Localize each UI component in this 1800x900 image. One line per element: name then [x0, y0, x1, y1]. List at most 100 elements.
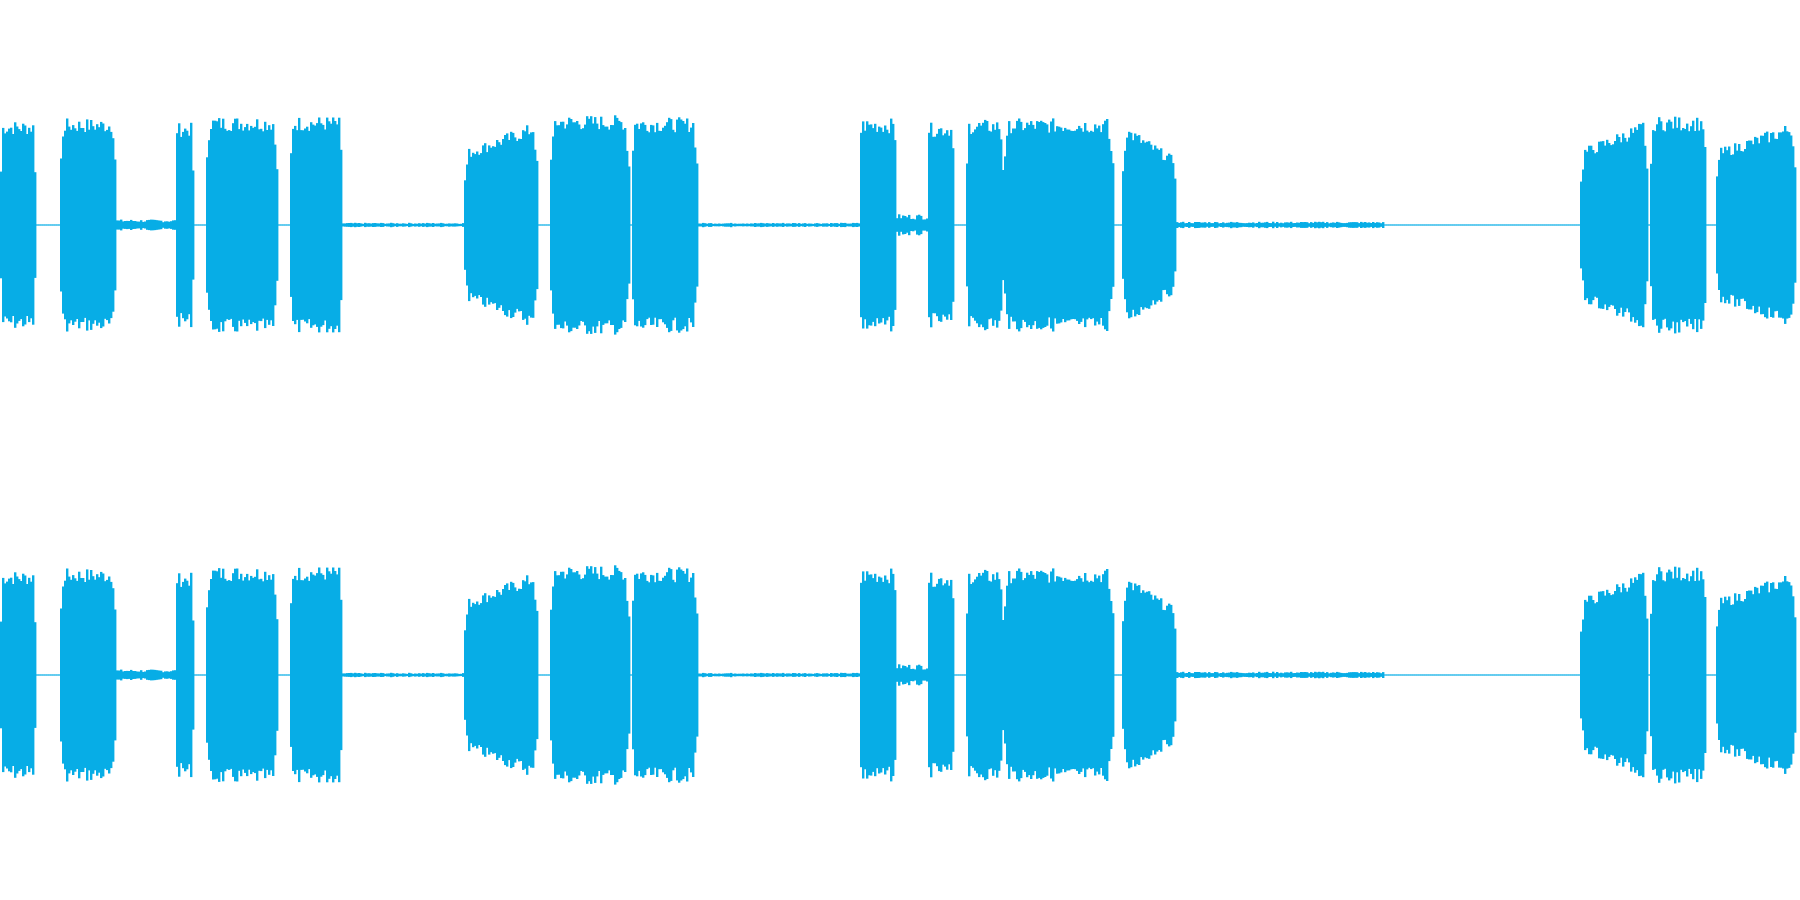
- right-waveform-sample: [484, 593, 487, 757]
- left-waveform-sample: [1672, 128, 1675, 322]
- left-waveform-sample: [1648, 224, 1651, 226]
- left-waveform-sample: [430, 223, 433, 227]
- left-waveform-sample: [212, 120, 215, 330]
- right-waveform-sample: [338, 567, 341, 783]
- right-waveform-sample: [1426, 674, 1429, 676]
- left-waveform-sample: [294, 125, 297, 325]
- left-waveform-sample: [1088, 132, 1091, 318]
- right-waveform-sample: [768, 673, 771, 677]
- left-waveform-sample: [1288, 222, 1291, 228]
- left-waveform-sample: [912, 218, 915, 232]
- right-waveform-sample: [1230, 671, 1233, 679]
- right-waveform-sample: [1614, 591, 1617, 759]
- left-waveform-sample: [394, 223, 397, 227]
- right-waveform-sample: [800, 673, 803, 677]
- left-waveform-sample: [1398, 224, 1401, 226]
- right-waveform-sample: [1216, 672, 1219, 678]
- right-waveform-sample: [1118, 674, 1121, 676]
- right-waveform-sample: [828, 673, 831, 677]
- left-waveform-sample: [732, 223, 735, 227]
- right-waveform-sample: [1082, 581, 1085, 769]
- right-waveform-sample: [50, 674, 53, 676]
- right-waveform-sample: [1148, 591, 1151, 759]
- right-waveform-sample: [156, 670, 159, 680]
- right-waveform-sample: [1278, 673, 1281, 677]
- left-waveform-sample: [962, 224, 965, 226]
- left-waveform-sample: [1340, 222, 1343, 228]
- left-waveform-sample: [84, 132, 87, 318]
- right-waveform-sample: [1484, 674, 1487, 676]
- left-waveform-sample: [666, 122, 669, 328]
- right-waveform-sample: [1394, 674, 1397, 676]
- left-waveform-sample: [1202, 222, 1205, 228]
- right-waveform-sample: [562, 571, 565, 779]
- right-waveform-sample: [1732, 604, 1735, 746]
- right-waveform-sample: [1444, 674, 1447, 676]
- left-waveform-sample: [1554, 224, 1557, 226]
- right-waveform-sample: [1024, 578, 1027, 772]
- right-waveform-sample: [1532, 674, 1535, 676]
- left-waveform-sample: [942, 135, 945, 315]
- left-waveform-sample: [848, 223, 851, 227]
- right-waveform-sample: [380, 672, 383, 677]
- right-waveform-sample: [1498, 674, 1501, 676]
- left-waveform-sample: [832, 223, 835, 227]
- right-waveform-sample: [1180, 672, 1183, 678]
- right-waveform-sample: [64, 580, 67, 770]
- left-waveform-sample: [824, 223, 827, 227]
- right-waveform-sample: [898, 664, 901, 686]
- right-waveform-sample: [1650, 613, 1653, 737]
- left-waveform-sample: [866, 121, 869, 329]
- right-waveform-sample: [22, 573, 25, 777]
- left-waveform-sample: [2, 127, 5, 323]
- left-waveform-sample: [168, 221, 171, 229]
- right-waveform-sample: [1772, 582, 1775, 768]
- left-waveform-sample: [54, 224, 57, 226]
- left-waveform-sample: [366, 223, 369, 227]
- left-waveform-sample: [958, 224, 961, 226]
- left-waveform-sample: [1270, 223, 1273, 227]
- left-waveform-sample: [1546, 224, 1549, 226]
- left-waveform-sample: [756, 223, 759, 227]
- right-waveform-sample: [1544, 674, 1547, 676]
- left-waveform-sample: [880, 127, 883, 323]
- left-waveform-sample: [1422, 224, 1425, 226]
- left-waveform-sample: [568, 117, 571, 333]
- right-waveform-sample: [662, 577, 665, 773]
- right-waveform-sample: [1232, 672, 1235, 678]
- right-waveform-sample: [1058, 576, 1061, 774]
- right-waveform-sample: [578, 574, 581, 776]
- right-waveform-sample: [1292, 673, 1295, 677]
- left-waveform-sample: [1102, 124, 1105, 326]
- right-waveform-sample: [92, 576, 95, 774]
- right-waveform-sample: [278, 674, 281, 676]
- left-waveform-sample: [550, 159, 553, 291]
- left-waveform-sample: [1652, 130, 1655, 320]
- right-waveform-sample: [1184, 673, 1187, 677]
- left-waveform-sample: [292, 128, 295, 321]
- left-waveform-sample: [1578, 224, 1581, 226]
- right-waveform-sample: [488, 595, 491, 755]
- right-waveform-sample: [1344, 673, 1347, 677]
- left-waveform-sample: [1000, 139, 1003, 311]
- left-waveform-sample: [1728, 146, 1731, 304]
- left-waveform-sample: [554, 121, 557, 329]
- left-waveform-sample: [1480, 224, 1483, 226]
- right-waveform-sample: [1700, 571, 1703, 779]
- left-waveform-sample: [1654, 131, 1657, 319]
- left-waveform-sample: [106, 129, 109, 321]
- left-waveform-sample: [56, 224, 59, 226]
- left-waveform-sample: [384, 223, 387, 227]
- left-waveform-sample: [172, 220, 175, 230]
- left-waveform-sample: [994, 129, 997, 321]
- right-waveform-sample: [792, 673, 795, 677]
- right-waveform-sample: [472, 602, 475, 748]
- left-waveform-sample: [406, 223, 409, 227]
- right-waveform-sample: [1404, 674, 1407, 676]
- right-waveform-sample: [844, 672, 847, 678]
- right-waveform-sample: [890, 568, 893, 782]
- right-waveform-sample: [1688, 581, 1691, 769]
- right-waveform-sample: [1456, 674, 1459, 676]
- right-waveform-sample: [388, 673, 391, 677]
- right-waveform-sample: [442, 673, 445, 677]
